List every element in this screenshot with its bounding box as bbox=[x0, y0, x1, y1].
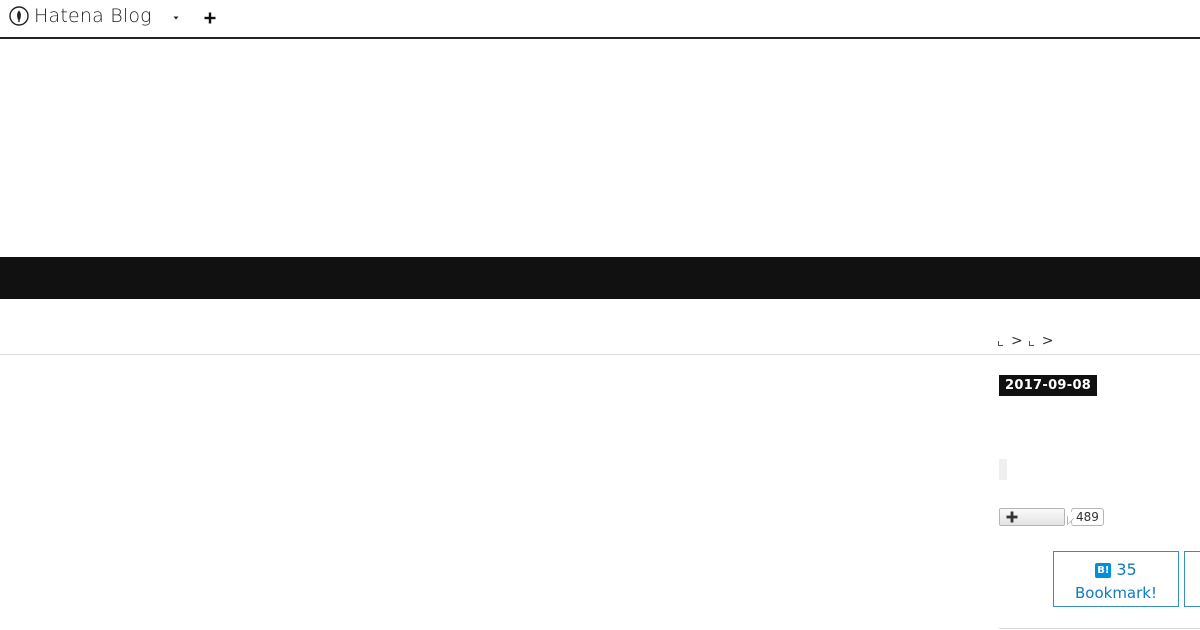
create-post-button[interactable] bbox=[201, 9, 219, 27]
hatena-blog-home-link[interactable]: Hatena Blog bbox=[9, 6, 152, 26]
star-count[interactable]: 489 bbox=[1071, 508, 1104, 526]
blog-menu-dropdown-button[interactable] bbox=[170, 10, 182, 26]
entry-date[interactable]: 2017-09-08 bbox=[999, 375, 1098, 396]
bookmark-count: 35 bbox=[1116, 560, 1137, 579]
plus-icon bbox=[1006, 511, 1018, 523]
hatena-bookmark-icon: B! bbox=[1095, 562, 1112, 578]
global-header: Hatena Blog bbox=[0, 0, 1200, 39]
hatena-bookmark-button[interactable]: B! 35 Bookmark! bbox=[1053, 551, 1179, 607]
bookmark-label: Bookmark! bbox=[1074, 584, 1157, 602]
hatena-logo-icon bbox=[9, 6, 29, 26]
breadcrumb-separator: > bbox=[1041, 333, 1054, 349]
breadcrumb-link-archive[interactable] bbox=[1028, 341, 1034, 346]
add-star-button[interactable] bbox=[999, 508, 1065, 526]
entry-title-placeholder bbox=[999, 459, 1007, 480]
breadcrumb-separator: > bbox=[1011, 333, 1023, 349]
breadcrumb-link-top[interactable] bbox=[998, 341, 1003, 346]
share-button[interactable] bbox=[1184, 551, 1200, 607]
plus-icon bbox=[204, 12, 216, 24]
breadcrumb: > > bbox=[998, 333, 1059, 349]
brand-name: Hatena Blog bbox=[34, 5, 152, 27]
breadcrumb-area bbox=[0, 299, 1200, 355]
divider bbox=[999, 628, 1200, 629]
blog-title-band bbox=[0, 257, 1200, 299]
caret-down-icon bbox=[173, 16, 179, 20]
